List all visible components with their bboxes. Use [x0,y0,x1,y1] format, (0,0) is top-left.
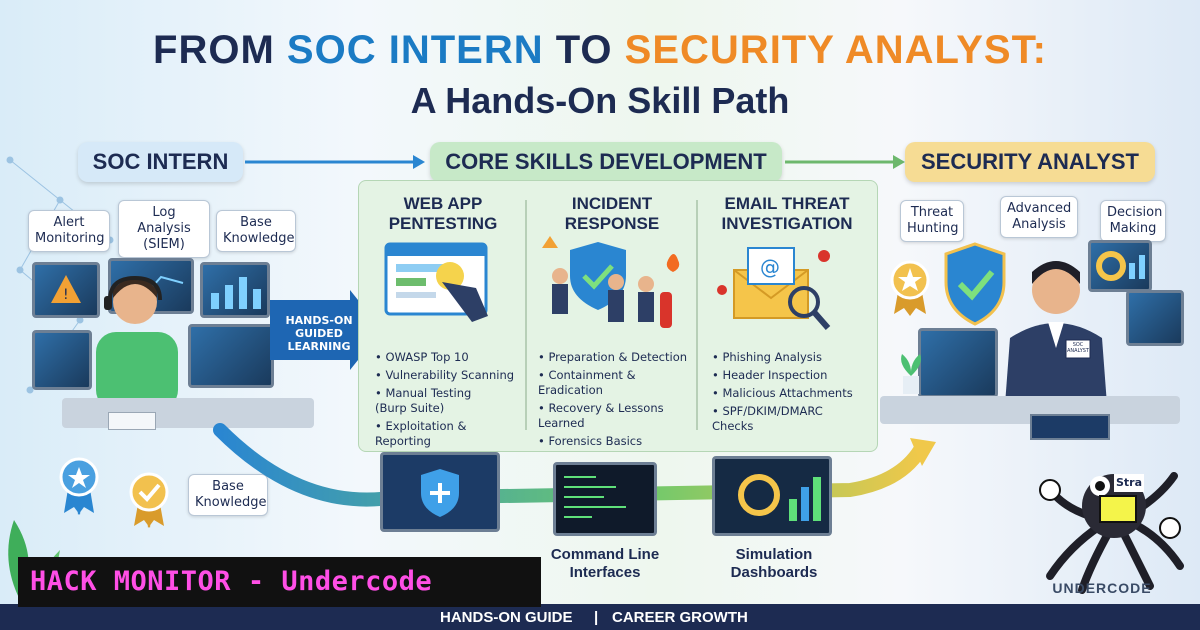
bullet-item: • Manual Testing (Burp Suite) [375,386,472,415]
footer-separator: | [594,609,599,626]
analyst-person-illustration [1004,261,1108,418]
ribbon-badge-check-icon [129,472,169,528]
monitor-main [188,324,274,388]
ribbon-badge-icon [59,457,99,515]
monitor-alert: ! [32,262,100,318]
stage-soc-intern: SOC INTERN [78,142,243,182]
command-line-monitor [553,462,657,536]
caption-simulation: Simulation Dashboards [730,546,818,581]
tag-log-analysis: Log Analysis (SIEM) [118,200,210,258]
column-heading-incident-response: INCIDENT RESPONSE [564,194,660,233]
page-subtitle: A Hands-On Skill Path [410,80,790,121]
tag-base-knowledge: Base Knowledge [216,210,296,252]
footer-career-growth: CAREER GROWTH [612,609,748,626]
gold-badge-icon [890,260,930,316]
guided-learning-arrow [270,290,382,370]
arrow-right-icon [245,155,425,169]
column-divider [525,200,527,430]
analyst-monitor-bars [1126,290,1184,346]
column-heading-email-threat: EMAIL THREAT INVESTIGATION [721,194,853,233]
bullets-email-threat: • Phishing Analysis • Header Inspection … [712,350,872,437]
monitor-bars [200,262,270,318]
analyst-main-monitor [918,328,998,398]
soc-analyst-badge: SOC ANALYST [1067,342,1089,354]
tag-advanced-analysis: Advanced Analysis [1000,196,1078,238]
bullet-item: • Forensics Basics [538,434,643,448]
column-heading-web-app-pentesting: WEB APP PENTESTING [388,194,498,233]
bullet-item: • Malicious Attachments [712,386,853,400]
title-soc-intern: SOC INTERN [286,28,544,72]
footer-bar: HANDS-ON GUIDE | CAREER GROWTH [0,604,1200,630]
guided-learning-label: HANDS-ON GUIDED LEARNING [285,314,353,353]
bullet-item: • Containment & Eradication [538,368,636,397]
analyst-monitor-pie [1088,240,1152,292]
svg-text:!: ! [63,287,69,303]
column-divider [696,200,698,430]
bullet-item: • OWASP Top 10 [375,350,469,364]
banner-text: HACK MONITOR - Undercode [30,566,433,597]
bullets-incident-response: • Preparation & Detection • Containment … [538,350,694,452]
footer-hands-on-guide: HANDS-ON GUIDE [440,609,573,626]
title-prefix: FROM [153,28,287,72]
career-flow-arrow [213,423,936,507]
notepad [108,412,156,430]
tag-base-knowledge-bottom: Base Knowledge [188,474,268,516]
title-middle: TO [543,28,625,72]
title-security-analyst: SECURITY ANALYST: [624,28,1047,72]
page-title: FROM SOC INTERN TO SECURITY ANALYST: [0,28,1200,73]
monitor-graph [32,330,92,390]
bullets-web-app: • OWASP Top 10 • Vulnerability Scanning … [375,350,520,452]
hack-monitor-banner: HACK MONITOR - Undercode [18,557,541,607]
security-dashboard-illustration [380,452,500,532]
shield-check-icon [944,242,1006,326]
stage-core-skills: CORE SKILLS DEVELOPMENT [430,142,782,182]
plant-icon [901,354,921,394]
watermark-side-text: Stra [1114,474,1144,492]
bullet-item: • Phishing Analysis [712,350,822,364]
email-threat-envelope-icon: @ [717,247,831,330]
bullet-item: • SPF/DKIM/DMARC Checks [712,404,823,433]
undercode-octopus-logo [1039,472,1184,594]
incident-response-team-icon [542,236,680,328]
tag-threat-hunting: Threat Hunting [900,200,964,242]
bullet-item: • Recovery & Lessons Learned [538,401,664,430]
bullet-item: • Header Inspection [712,368,828,382]
bullet-item: • Vulnerability Scanning [375,368,515,382]
tag-alert-monitoring: Alert Monitoring [28,210,110,252]
arrow-right-icon [785,155,905,169]
web-browser-pentest-icon [384,242,488,322]
tag-decision-making: Decision Making [1100,200,1166,242]
bullet-item: • Preparation & Detection [538,350,688,364]
undercode-logo-text: UNDERCODE [1052,580,1152,596]
simulation-dashboard-monitor [712,456,832,536]
tablet [1030,414,1110,440]
intern-person-illustration [96,275,178,410]
caption-command-line: Command Line Interfaces [550,546,660,581]
svg-text:@: @ [760,255,780,279]
desk [62,398,314,428]
bullet-item: • Exploitation & Reporting [375,419,467,448]
stage-security-analyst: SECURITY ANALYST [905,142,1155,182]
